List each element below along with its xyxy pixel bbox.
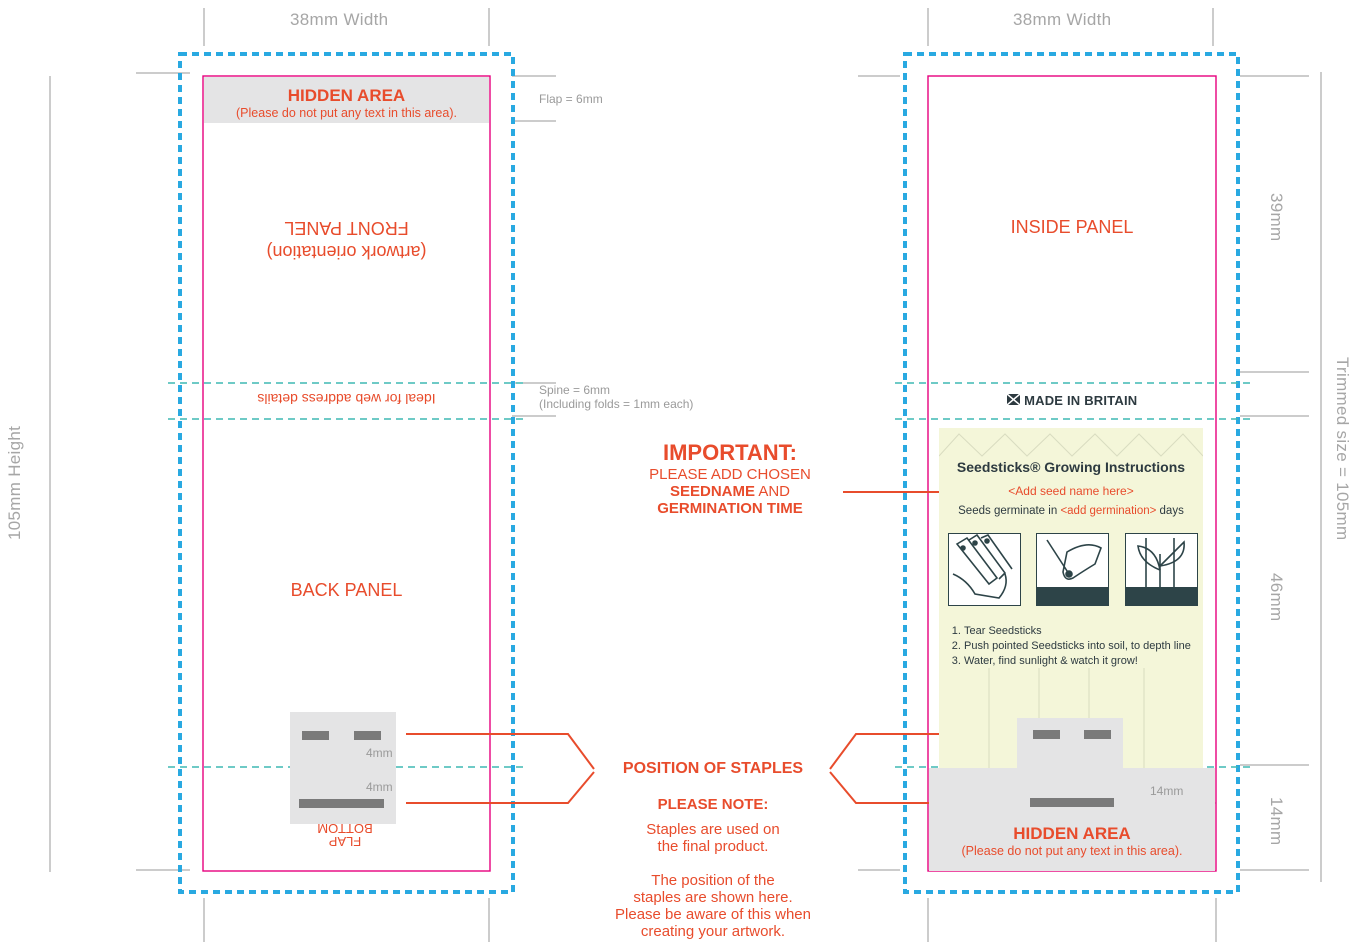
- front-panel-line2: (artwork orientation): [266, 242, 427, 262]
- spine-note-line2: (Including folds = 1mm each): [539, 397, 694, 411]
- germination-prefix: Seeds germinate in: [958, 505, 1061, 517]
- flap-note: Flap = 6mm: [539, 92, 603, 106]
- staple-mark: [354, 731, 381, 740]
- step-item: Push pointed Seedsticks into soil, to de…: [964, 639, 1204, 654]
- left-hidden-sub: (Please do not put any text in this area…: [236, 106, 457, 120]
- note-line: Staples are used on: [646, 821, 780, 838]
- germination-line: Seeds germinate in <add germination> day…: [939, 505, 1203, 517]
- position-of-staples-title: POSITION OF STAPLES: [622, 760, 804, 777]
- instruction-steps: Tear Seedsticks Push pointed Seedsticks …: [948, 624, 1204, 669]
- please-note-title: PLEASE NOTE:: [657, 796, 769, 813]
- dim-39mm: 39mm: [1267, 193, 1286, 242]
- plant-sprout-icon: [1125, 533, 1198, 606]
- dim-14mm: 14mm: [1267, 797, 1286, 846]
- front-panel-label: (artwork orientation) FRONT PANEL: [204, 216, 489, 264]
- staple-mark: [1033, 730, 1060, 739]
- height-label-left: 105mm Height: [5, 425, 24, 540]
- staple-4mm-label: 4mm: [366, 746, 393, 760]
- seedname-bold: SEEDNAME: [669, 483, 755, 500]
- made-in-britain: MADE IN BRITAIN: [929, 392, 1215, 410]
- push-finger-icon: [1036, 533, 1109, 606]
- back-panel-label: BACK PANEL: [290, 580, 403, 600]
- bottom-flap-line2: FLAP: [328, 834, 362, 849]
- bottom-flap-line1: BOTTOM: [317, 821, 373, 836]
- note-line: staples are shown here.: [633, 889, 793, 906]
- soil-band: [1126, 587, 1197, 605]
- important-title: IMPORTANT:: [662, 440, 798, 465]
- soil-band: [1037, 587, 1108, 605]
- note-line: the final product.: [657, 838, 769, 855]
- note-line: The position of the: [651, 872, 775, 889]
- spine-note-line1: Spine = 6mm: [539, 383, 611, 397]
- made-in-britain-text: MADE IN BRITAIN: [1024, 393, 1138, 409]
- trimmed-size-label: Trimmed size = 105mm: [1333, 357, 1352, 541]
- staple-4mm-label: 4mm: [366, 780, 393, 794]
- note-line: Please be aware of this when: [615, 906, 811, 923]
- right-hidden-title: HIDDEN AREA: [1013, 824, 1131, 843]
- staple-mark: [1084, 730, 1111, 739]
- right-staple-box: [1017, 718, 1123, 812]
- right-hidden-sub: (Please do not put any text in this area…: [961, 844, 1183, 858]
- britain-flag-icon: [1006, 392, 1021, 410]
- step-item: Water, find sunlight & watch it grow!: [964, 654, 1204, 669]
- note-line: creating your artwork.: [640, 923, 786, 940]
- bottom-flap-label: FLAP BOTTOM: [305, 821, 385, 849]
- instructions-title: Seedsticks® Growing Instructions: [956, 459, 1186, 475]
- germination-placeholder: <add germination>: [1060, 505, 1157, 517]
- left-hidden-title: HIDDEN AREA: [287, 86, 406, 105]
- please-note-block: PLEASE NOTE: Staples are used on the fin…: [583, 795, 843, 940]
- staple-mark: [302, 731, 329, 740]
- important-line1: PLEASE ADD CHOSEN: [649, 466, 811, 483]
- germination-suffix: days: [1156, 505, 1184, 517]
- left-hidden-area: HIDDEN AREA (Please do not put any text …: [204, 77, 489, 123]
- step-item: Tear Seedsticks: [964, 624, 1204, 639]
- seed-name-placeholder: <Add seed name here>: [1008, 484, 1134, 498]
- staple-mark: [299, 799, 384, 808]
- dim-46mm: 46mm: [1267, 573, 1286, 622]
- width-label-left: 38mm Width: [290, 10, 389, 29]
- staple-14mm-label: 14mm: [1150, 784, 1184, 798]
- spine-text: Ideal for web address details: [257, 391, 436, 407]
- width-label-right: 38mm Width: [1013, 10, 1112, 29]
- front-panel-line1: FRONT PANEL: [284, 218, 409, 238]
- important-line2-rest: AND: [755, 483, 791, 500]
- tear-hand-icon: [948, 533, 1021, 606]
- important-callout: IMPORTANT: PLEASE ADD CHOSEN SEEDNAME AN…: [610, 440, 850, 517]
- inside-panel-label: INSIDE PANEL: [1010, 217, 1134, 237]
- seedsticks-card: Seedsticks® Growing Instructions <Add se…: [939, 428, 1203, 768]
- spine-note: Spine = 6mm (Including folds = 1mm each): [539, 383, 693, 411]
- important-line3: GERMINATION TIME: [657, 500, 803, 517]
- important-line2: SEEDNAME AND: [610, 483, 850, 500]
- staple-mark: [1030, 798, 1114, 807]
- left-staple-box: 4mm 4mm: [290, 712, 396, 824]
